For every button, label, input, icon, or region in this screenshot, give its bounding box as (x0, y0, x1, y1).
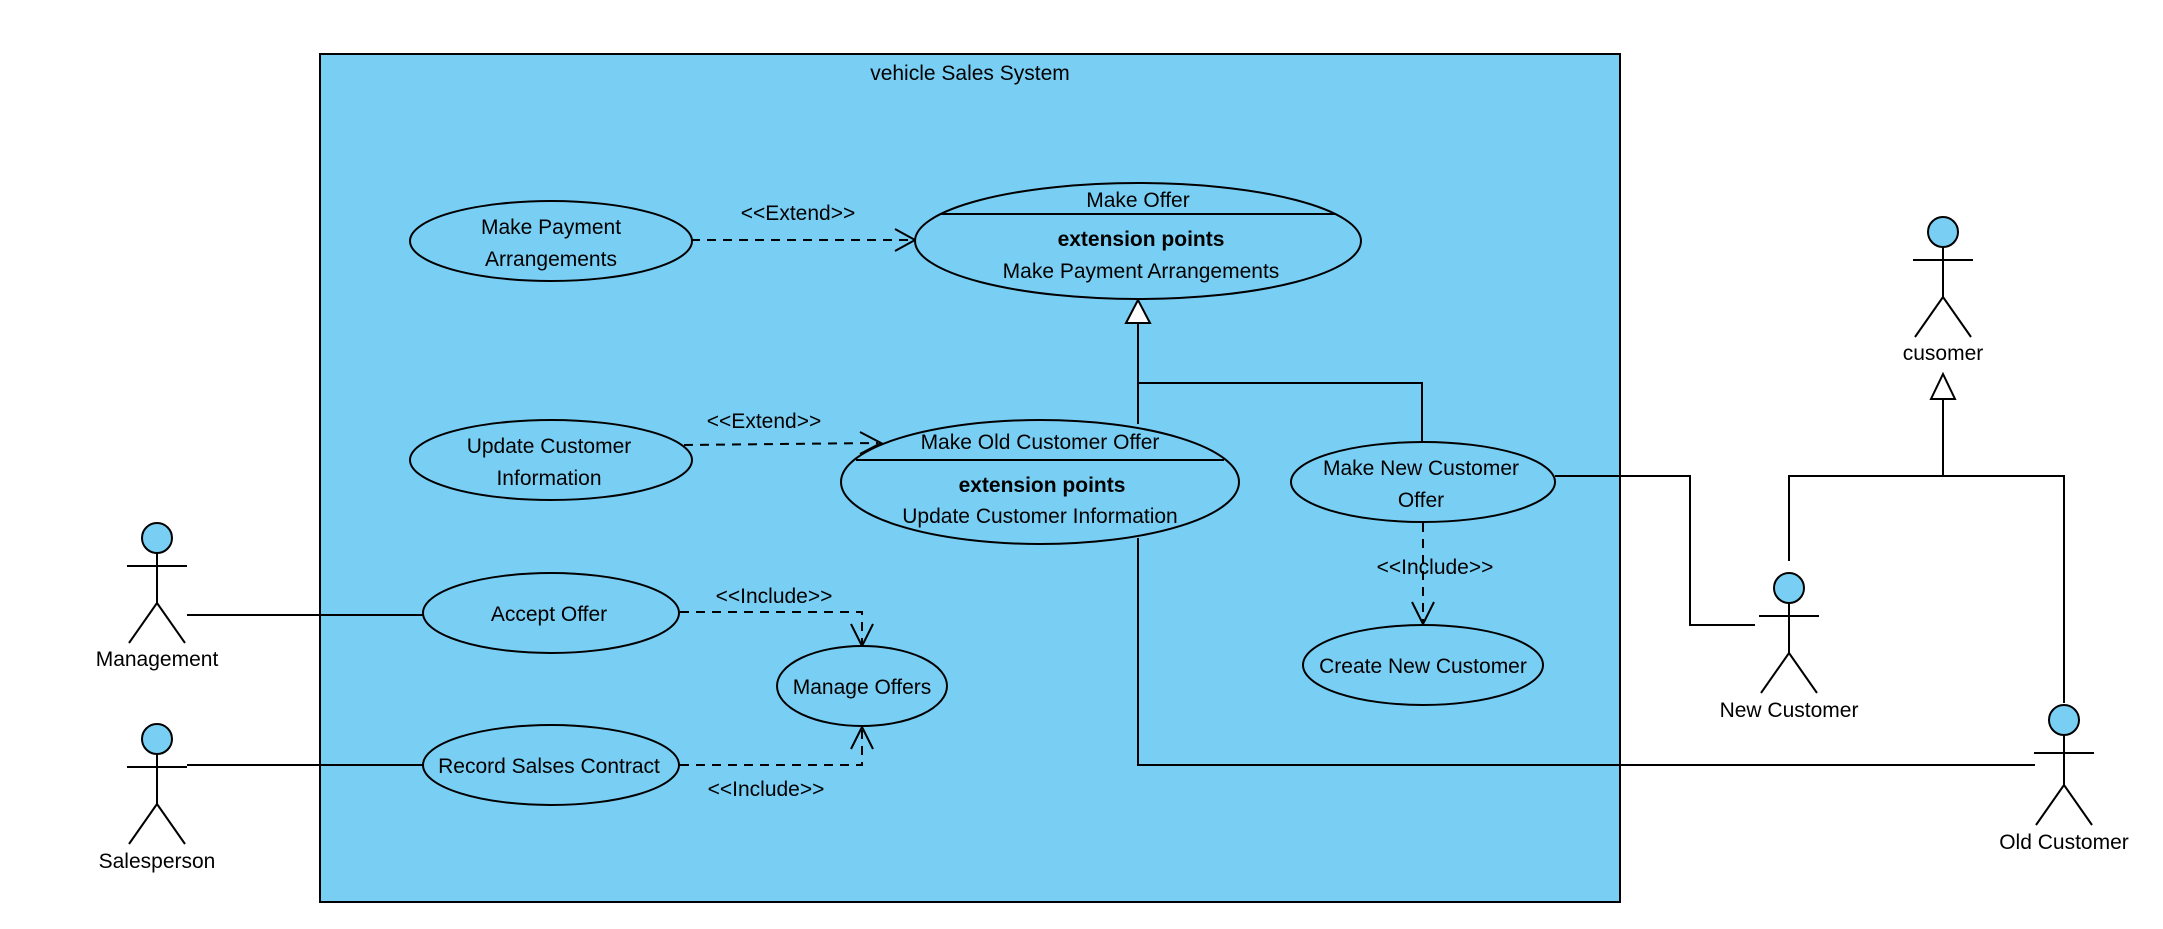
include-accept-label: <<Include>> (716, 585, 833, 608)
use-case-make-offer-ext-point: Make Payment Arrangements (1003, 260, 1280, 283)
use-case-manage-offers-label: Manage Offers (793, 676, 932, 699)
actor-old-customer-body (2034, 735, 2094, 826)
include-create-label: <<Include>> (1377, 556, 1494, 579)
use-case-make-old-offer-ext-header: extension points (959, 474, 1126, 497)
actor-management-head (141, 522, 173, 554)
assoc-old-offer-old-customer (1137, 538, 2035, 766)
use-case-record-contract[interactable]: Record Salses Contract (422, 724, 680, 806)
extend-update-line (683, 442, 879, 446)
actor-old-customer-head (2048, 704, 2080, 736)
actor-new-customer-head (1773, 572, 1805, 604)
use-case-manage-offers[interactable]: Manage Offers (776, 645, 948, 727)
use-case-make-offer-name: Make Offer (1086, 189, 1189, 212)
include-record-line (680, 729, 863, 766)
actor-old-customer[interactable]: Old Customer (1999, 704, 2129, 854)
use-case-accept-offer[interactable]: Accept Offer (422, 572, 680, 654)
use-case-create-customer-label: Create New Customer (1319, 655, 1527, 678)
generalization-new-customer-line (1788, 475, 2065, 703)
use-case-make-offer-ext-header: extension points (1058, 228, 1225, 251)
extend-update-label: <<Extend>> (707, 410, 821, 433)
use-case-accept-offer-label: Accept Offer (491, 603, 607, 626)
assoc-new-offer-new-customer (1555, 475, 1755, 626)
actor-new-customer[interactable]: New Customer (1720, 572, 1859, 722)
include-accept-line (680, 611, 863, 644)
use-case-make-new-offer-label: Make New Customer (1323, 457, 1519, 480)
actor-salesperson[interactable]: Salesperson (99, 723, 216, 873)
actor-management[interactable]: Management (96, 522, 219, 671)
use-case-make-payment-label: Make Payment (481, 216, 621, 239)
use-case-update-customer-label: Update Customer (467, 435, 632, 458)
actor-salesperson-head (141, 723, 173, 755)
system-title: vehicle Sales System (870, 62, 1070, 85)
actor-old-customer-label: Old Customer (1999, 831, 2129, 854)
generalization-offer-arrowhead (1124, 297, 1152, 324)
actor-management-label: Management (96, 648, 219, 671)
use-case-create-customer[interactable]: Create New Customer (1302, 624, 1544, 706)
use-case-make-offer[interactable]: Make Offer extension points Make Payment… (914, 182, 1362, 300)
actor-customer-body (1913, 247, 1973, 338)
use-case-make-new-offer-label-2: Offer (1398, 489, 1444, 512)
use-case-make-new-offer[interactable]: Make New Customer Offer (1290, 441, 1556, 523)
use-case-update-customer[interactable]: Update Customer Information (409, 419, 693, 501)
actor-management-body (127, 553, 187, 644)
actor-new-customer-body (1759, 603, 1819, 694)
generalization-new-offer-line (1138, 382, 1423, 444)
actor-new-customer-label: New Customer (1720, 699, 1859, 722)
actor-customer-label: cusomer (1903, 342, 1984, 365)
actor-customer-head (1927, 216, 1959, 248)
actor-customer[interactable]: cusomer (1903, 216, 1984, 365)
include-record-label: <<Include>> (708, 778, 825, 801)
generalization-customer-arrowhead (1929, 371, 1957, 400)
use-case-make-old-offer-ext-point: Update Customer Information (902, 505, 1177, 528)
actor-salesperson-body (127, 754, 187, 845)
actor-salesperson-label: Salesperson (99, 850, 216, 873)
use-case-make-old-offer-name: Make Old Customer Offer (921, 431, 1160, 454)
use-case-make-payment-label-2: Arrangements (485, 248, 617, 271)
use-case-record-contract-label: Record Salses Contract (438, 755, 660, 778)
use-case-make-payment[interactable]: Make Payment Arrangements (409, 200, 693, 282)
use-case-update-customer-label-2: Information (496, 467, 601, 490)
extend-payment-label: <<Extend>> (741, 202, 855, 225)
use-case-make-old-offer[interactable]: Make Old Customer Offer extension points… (840, 419, 1240, 545)
